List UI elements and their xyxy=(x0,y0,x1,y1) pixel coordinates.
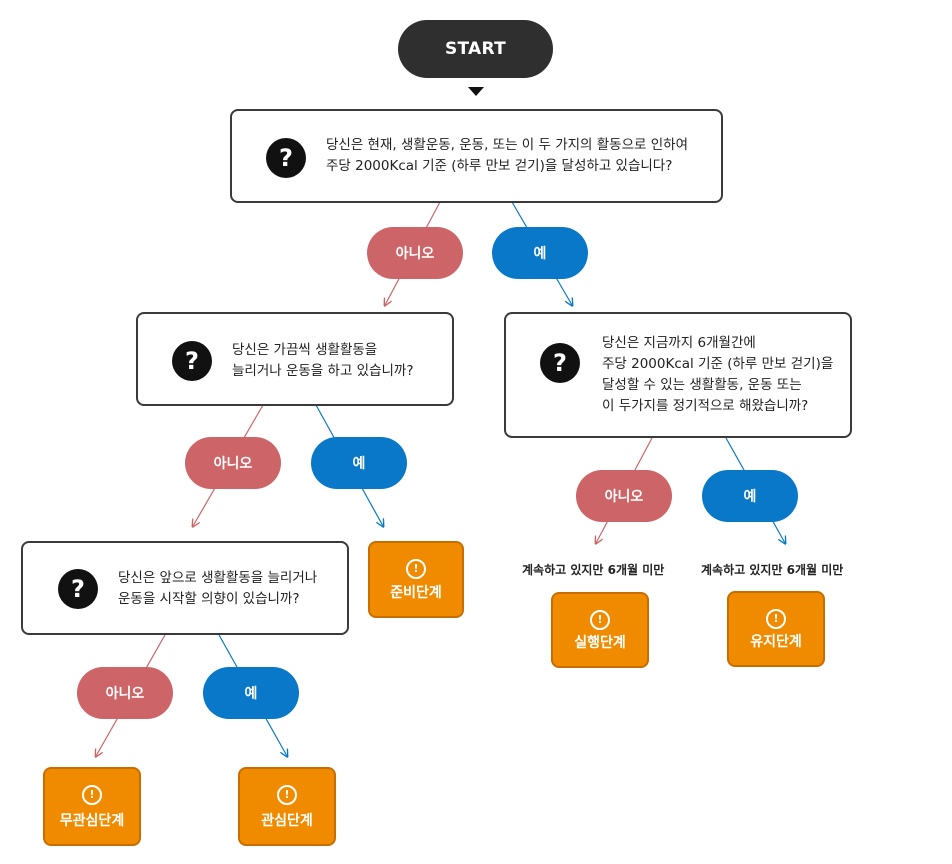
answer-yes-pill: 예 xyxy=(311,437,407,489)
question-icon: ? xyxy=(540,343,580,383)
question-line: 이 두가지를 정기적으로 해왔습니까? xyxy=(602,398,809,414)
exclamation-icon: ! xyxy=(766,609,786,629)
question-box-future-intent: ? 당신은 앞으로 생활활동을 늘리거나 운동을 시작할 의향이 있습니까? xyxy=(21,541,349,635)
question-line: 주당 2000Kcal 기준 (하루 만보 걷기)을 xyxy=(602,356,834,372)
answer-no-label: 아니오 xyxy=(105,686,145,702)
question-line: 당신은 가끔씩 생활활동을 xyxy=(232,342,378,358)
question-line: 운동을 시작할 의향이 있습니까? xyxy=(118,591,300,607)
result-label: 준비단계 xyxy=(390,585,442,601)
result-maintenance-stage: ! 유지단계 xyxy=(727,591,825,667)
answer-no-pill: 아니오 xyxy=(367,227,463,279)
answer-yes-label: 예 xyxy=(244,686,258,702)
result-contemplation-stage: ! 관심단계 xyxy=(238,767,336,846)
result-action-stage: ! 실행단계 xyxy=(551,592,649,668)
answer-no-pill: 아니오 xyxy=(576,470,672,522)
question-line: 당신은 현재, 생활운동, 운동, 또는 이 두 가지의 활동으로 인하여 xyxy=(326,137,688,153)
answer-yes-pill: 예 xyxy=(492,227,588,279)
answer-no-label: 아니오 xyxy=(213,456,253,472)
exclamation-icon: ! xyxy=(406,559,426,579)
result-label: 무관심단계 xyxy=(59,813,125,829)
start-label: START xyxy=(444,39,507,59)
question-line: 당신은 앞으로 생활활동을 늘리거나 xyxy=(118,570,318,586)
action-stage-note: 계속하고 있지만 6개월 미만 xyxy=(522,563,665,577)
answer-no-label: 아니오 xyxy=(604,489,644,505)
answer-no-pill: 아니오 xyxy=(77,667,173,719)
answer-yes-label: 예 xyxy=(533,246,547,262)
result-label: 유지단계 xyxy=(750,634,802,650)
question-icon: ? xyxy=(172,341,212,381)
start-node: START xyxy=(398,20,553,78)
result-preparation-stage: ! 준비단계 xyxy=(368,541,464,618)
answer-yes-pill: 예 xyxy=(702,470,798,522)
answer-yes-pill: 예 xyxy=(203,667,299,719)
exclamation-icon: ! xyxy=(277,785,297,805)
question-text: 당신은 지금까지 6개월간에 주당 2000Kcal 기준 (하루 만보 걷기)… xyxy=(602,333,833,417)
answer-no-label: 아니오 xyxy=(395,246,435,262)
question-box-six-months: ? 당신은 지금까지 6개월간에 주당 2000Kcal 기준 (하루 만보 걷… xyxy=(504,312,852,438)
answer-yes-label: 예 xyxy=(743,489,757,505)
question-line: 당신은 지금까지 6개월간에 xyxy=(602,335,756,351)
question-text: 당신은 가끔씩 생활활동을 늘리거나 운동을 하고 있습니까? xyxy=(232,340,414,382)
result-label: 실행단계 xyxy=(574,635,626,651)
question-line: 늘리거나 운동을 하고 있습니까? xyxy=(232,363,414,379)
exclamation-icon: ! xyxy=(82,785,102,805)
result-label: 관심단계 xyxy=(261,813,313,829)
question-box-occasional-activity: ? 당신은 가끔씩 생활활동을 늘리거나 운동을 하고 있습니까? xyxy=(136,312,454,406)
question-box-current-activity: ? 당신은 현재, 생활운동, 운동, 또는 이 두 가지의 활동으로 인하여 … xyxy=(230,109,723,203)
result-precontemplation-stage: ! 무관심단계 xyxy=(43,767,141,846)
maintenance-stage-note: 계속하고 있지만 6개월 미만 xyxy=(701,563,844,577)
question-line: 달성할 수 있는 생활활동, 운동 또는 xyxy=(602,377,802,393)
start-arrow-icon xyxy=(468,87,484,96)
exclamation-icon: ! xyxy=(590,610,610,630)
question-icon: ? xyxy=(58,569,98,609)
answer-no-pill: 아니오 xyxy=(185,437,281,489)
question-line: 주당 2000Kcal 기준 (하루 만보 걷기)을 달성하고 있습니다? xyxy=(326,158,673,174)
question-icon: ? xyxy=(266,138,306,178)
question-text: 당신은 현재, 생활운동, 운동, 또는 이 두 가지의 활동으로 인하여 주당… xyxy=(326,135,688,177)
answer-yes-label: 예 xyxy=(352,456,366,472)
question-text: 당신은 앞으로 생활활동을 늘리거나 운동을 시작할 의향이 있습니까? xyxy=(118,568,317,610)
